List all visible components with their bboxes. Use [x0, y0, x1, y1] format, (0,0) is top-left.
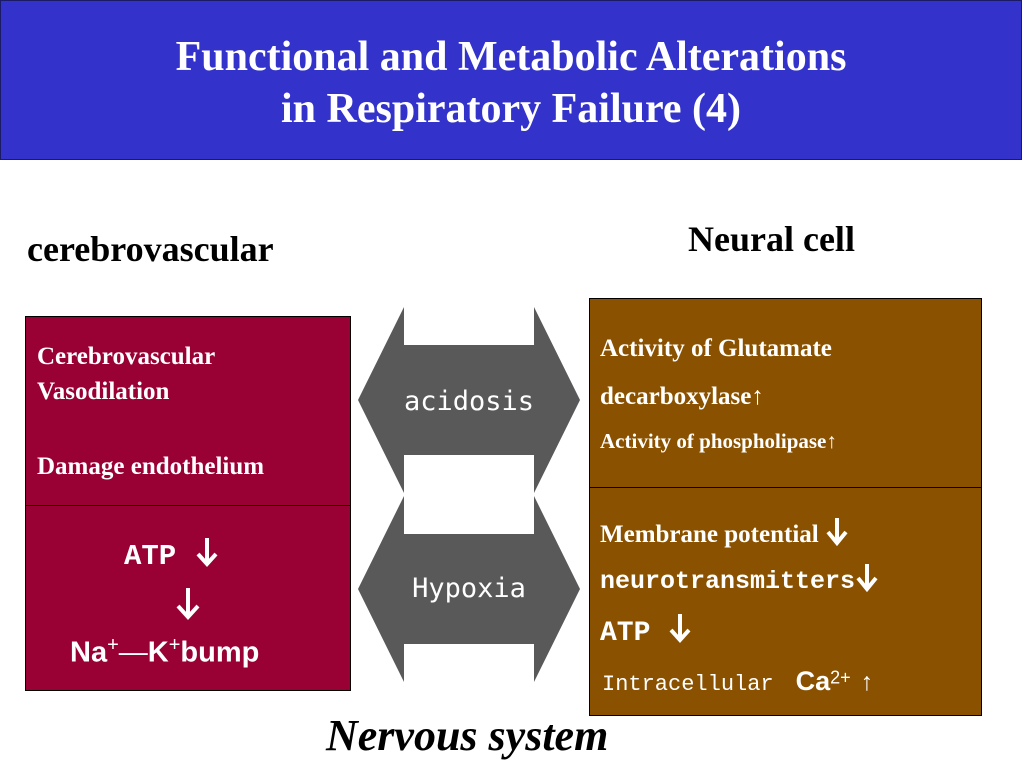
neural-membrane-box: Membrane potential neurotransmitters ATP… [589, 487, 982, 716]
membrane-potential-text: Membrane potential [600, 521, 819, 548]
neural-atp-down-arrow-icon [667, 614, 693, 649]
neural-atp-row: ATP [600, 612, 693, 649]
hypoxia-double-arrow [358, 496, 580, 682]
bump-label: bump [180, 636, 260, 669]
neural-activity-box: Activity of Glutamate decarboxylase↑ Act… [589, 298, 982, 488]
title-line-2: in Respiratory Failure (4) [281, 86, 741, 132]
neurotransmitters-text: neurotransmitters [600, 567, 856, 596]
acidosis-label: acidosis [403, 386, 535, 417]
right-heading: Neural cell [688, 219, 855, 259]
glutamate-text: Activity of Glutamate [600, 335, 832, 362]
left-heading: cerebrovascular [27, 229, 274, 269]
calcium-charge: 2+ [830, 667, 851, 688]
atp-down-arrow-icon [194, 538, 220, 573]
vasodilation-text: Vasodilation [37, 378, 170, 405]
calcium-up-arrow: ↑ [860, 669, 874, 696]
k-charge: + [168, 634, 181, 656]
dash-label: — [118, 636, 148, 669]
decarboxylase-text: decarboxylase↑ [600, 383, 764, 410]
atp-box: ATP Na+—K+bump [25, 505, 351, 691]
atp-row: ATP [124, 536, 220, 573]
cerebrovascular-box: Cerebrovascular Vasodilation Damage endo… [25, 316, 351, 506]
intracellular-text: Intracellular [602, 672, 774, 697]
k-label: K [147, 636, 169, 669]
calcium-text: Ca [795, 666, 831, 696]
phospholipase-text: Activity of phospholipase↑ [600, 429, 837, 453]
intracellular-ca-row: Intracellular Ca2+ ↑ [602, 666, 873, 697]
na-charge: + [107, 634, 119, 656]
cascade-down-arrow-icon [174, 586, 202, 625]
atp-label: ATP [124, 540, 177, 573]
damage-endothelium-text: Damage endothelium [37, 453, 265, 480]
membrane-down-arrow-icon [825, 518, 849, 548]
title-line-1: Functional and Metabolic Alterations [175, 34, 847, 80]
neurotransmitters-row: neurotransmitters [600, 562, 879, 596]
neurotransmitters-down-arrow-icon [855, 564, 879, 596]
cerebrovascular-text: Cerebrovascular [37, 343, 216, 370]
acidosis-double-arrow [358, 307, 580, 493]
na-k-pump-row: Na+—K+bump [70, 634, 259, 670]
neural-atp-text: ATP [600, 618, 651, 649]
na-label: Na [70, 636, 108, 669]
membrane-potential-row: Membrane potential [600, 516, 849, 549]
nervous-system-caption: Nervous system [326, 711, 609, 760]
hypoxia-label: Hypoxia [412, 573, 526, 604]
title-bar: Functional and Metabolic Alterations in … [0, 0, 1022, 160]
